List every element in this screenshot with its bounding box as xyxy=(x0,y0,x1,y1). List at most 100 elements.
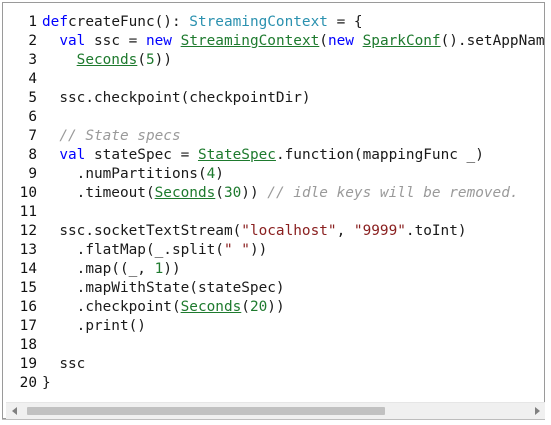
line-text: ssc.socketTextStream("localhost", "9999"… xyxy=(42,222,467,241)
code-token: ( xyxy=(319,33,328,49)
line-number: 1 xyxy=(28,14,37,30)
scroll-right-button[interactable] xyxy=(529,403,545,419)
code-token: 30 xyxy=(223,185,242,201)
code-token: // idle keys will be removed. xyxy=(267,185,519,201)
code-token: Seconds xyxy=(154,185,216,201)
line-number: 20 xyxy=(19,375,37,391)
code-token xyxy=(354,33,363,49)
line-text: .checkpoint(Seconds(20)) xyxy=(42,298,285,317)
code-token: 4 xyxy=(206,166,216,182)
code-token: )) xyxy=(249,242,268,258)
code-token: )) xyxy=(241,185,259,201)
code-token: " " xyxy=(223,242,250,258)
line-text: .numPartitions(4) xyxy=(42,165,224,184)
code-token: )) xyxy=(163,261,181,277)
line-number: 15 xyxy=(19,280,37,296)
line-text: ssc.checkpoint(checkpointDir) xyxy=(42,89,311,108)
code-token: Seconds xyxy=(180,299,242,315)
code-token: ssc.checkpoint(checkpointDir) xyxy=(42,90,311,106)
horizontal-scrollbar[interactable] xyxy=(6,402,545,419)
code-token: .toInt) xyxy=(405,223,467,239)
code-token: ) xyxy=(215,166,224,182)
line-number: 8 xyxy=(28,147,37,163)
code-token: .numPartitions( xyxy=(42,166,207,182)
code-token: 5 xyxy=(145,52,155,68)
code-token: .flatMap(_.split( xyxy=(42,242,224,258)
line-number: 16 xyxy=(19,299,37,315)
line-number: 2 xyxy=(28,33,37,49)
code-token xyxy=(172,33,181,49)
code-token: = { xyxy=(327,14,363,30)
code-token xyxy=(259,185,268,201)
code-token: SparkConf xyxy=(362,33,441,49)
code-token: .timeout( xyxy=(42,185,155,201)
code-token: StreamingContext xyxy=(189,14,328,30)
code-token xyxy=(42,147,59,163)
code-token xyxy=(42,33,59,49)
code-token: .mapWithState(stateSpec) xyxy=(42,280,285,296)
code-token: stateSpec = xyxy=(85,147,198,163)
line-number: 9 xyxy=(28,166,37,182)
chevron-right-icon xyxy=(534,407,540,415)
line-text: defcreateFunc(): StreamingContext = { xyxy=(42,13,363,32)
line-number: 4 xyxy=(28,71,37,87)
code-token: ssc xyxy=(42,356,86,372)
line-text: } xyxy=(42,374,51,393)
line-number: 3 xyxy=(28,52,37,68)
code-token: StateSpec xyxy=(197,147,276,163)
scrollbar-thumb[interactable] xyxy=(27,407,385,415)
code-token: new xyxy=(145,33,172,49)
line-text: Seconds(5)) xyxy=(42,51,172,70)
code-token: "localhost" xyxy=(241,223,337,239)
line-number: 5 xyxy=(28,90,37,106)
code-token: def xyxy=(42,14,68,30)
code-token: } xyxy=(42,375,51,391)
code-token: 20 xyxy=(249,299,268,315)
line-number: 19 xyxy=(19,356,37,372)
scroll-left-button[interactable] xyxy=(6,403,22,419)
line-number: 13 xyxy=(19,242,37,258)
code-token: , xyxy=(336,223,354,239)
code-token: val xyxy=(59,147,86,163)
code-token: ssc = xyxy=(85,33,146,49)
line-number: 7 xyxy=(28,128,37,144)
line-text: val ssc = new StreamingContext(new Spark… xyxy=(42,32,544,51)
line-number: 11 xyxy=(19,204,37,220)
line-number: 10 xyxy=(19,185,37,201)
code-token: // State specs xyxy=(59,128,181,144)
line-number: 17 xyxy=(19,318,37,334)
code-token: createFunc(): xyxy=(68,14,190,30)
line-text: .flatMap(_.split(" ")) xyxy=(42,241,268,260)
code-token: .print() xyxy=(42,318,146,334)
code-token xyxy=(42,52,77,68)
code-token: val xyxy=(59,33,86,49)
line-number: 6 xyxy=(28,109,37,125)
code-token: StreamingContext xyxy=(180,33,320,49)
code-token: "9999" xyxy=(353,223,406,239)
line-number: 18 xyxy=(19,337,37,353)
frame-shadow-line xyxy=(2,419,545,420)
code-token: ( xyxy=(137,52,146,68)
code-token: .map((_, xyxy=(42,261,155,277)
line-text: .map((_, 1)) xyxy=(42,260,181,279)
code-token: .checkpoint( xyxy=(42,299,181,315)
line-text: ssc xyxy=(42,355,85,374)
line-number: 14 xyxy=(19,261,37,277)
code-token: ( xyxy=(241,299,250,315)
code-token: )) xyxy=(154,52,172,68)
line-text: // State specs xyxy=(42,127,181,146)
code-token xyxy=(42,128,59,144)
line-text: .print() xyxy=(42,317,146,336)
code-token: .function(mappingFunc _) xyxy=(275,147,484,163)
code-token: ().setAppName( xyxy=(440,33,544,49)
code-token: 1 xyxy=(154,261,164,277)
code-token: ( xyxy=(215,185,224,201)
line-text: val stateSpec = StateSpec.function(mappi… xyxy=(42,146,484,165)
line-number: 12 xyxy=(19,223,37,239)
code-token: )) xyxy=(267,299,285,315)
code-token: ssc.socketTextStream( xyxy=(42,223,242,239)
line-text: .mapWithState(stateSpec) xyxy=(42,279,285,298)
code-token: Seconds xyxy=(76,52,138,68)
